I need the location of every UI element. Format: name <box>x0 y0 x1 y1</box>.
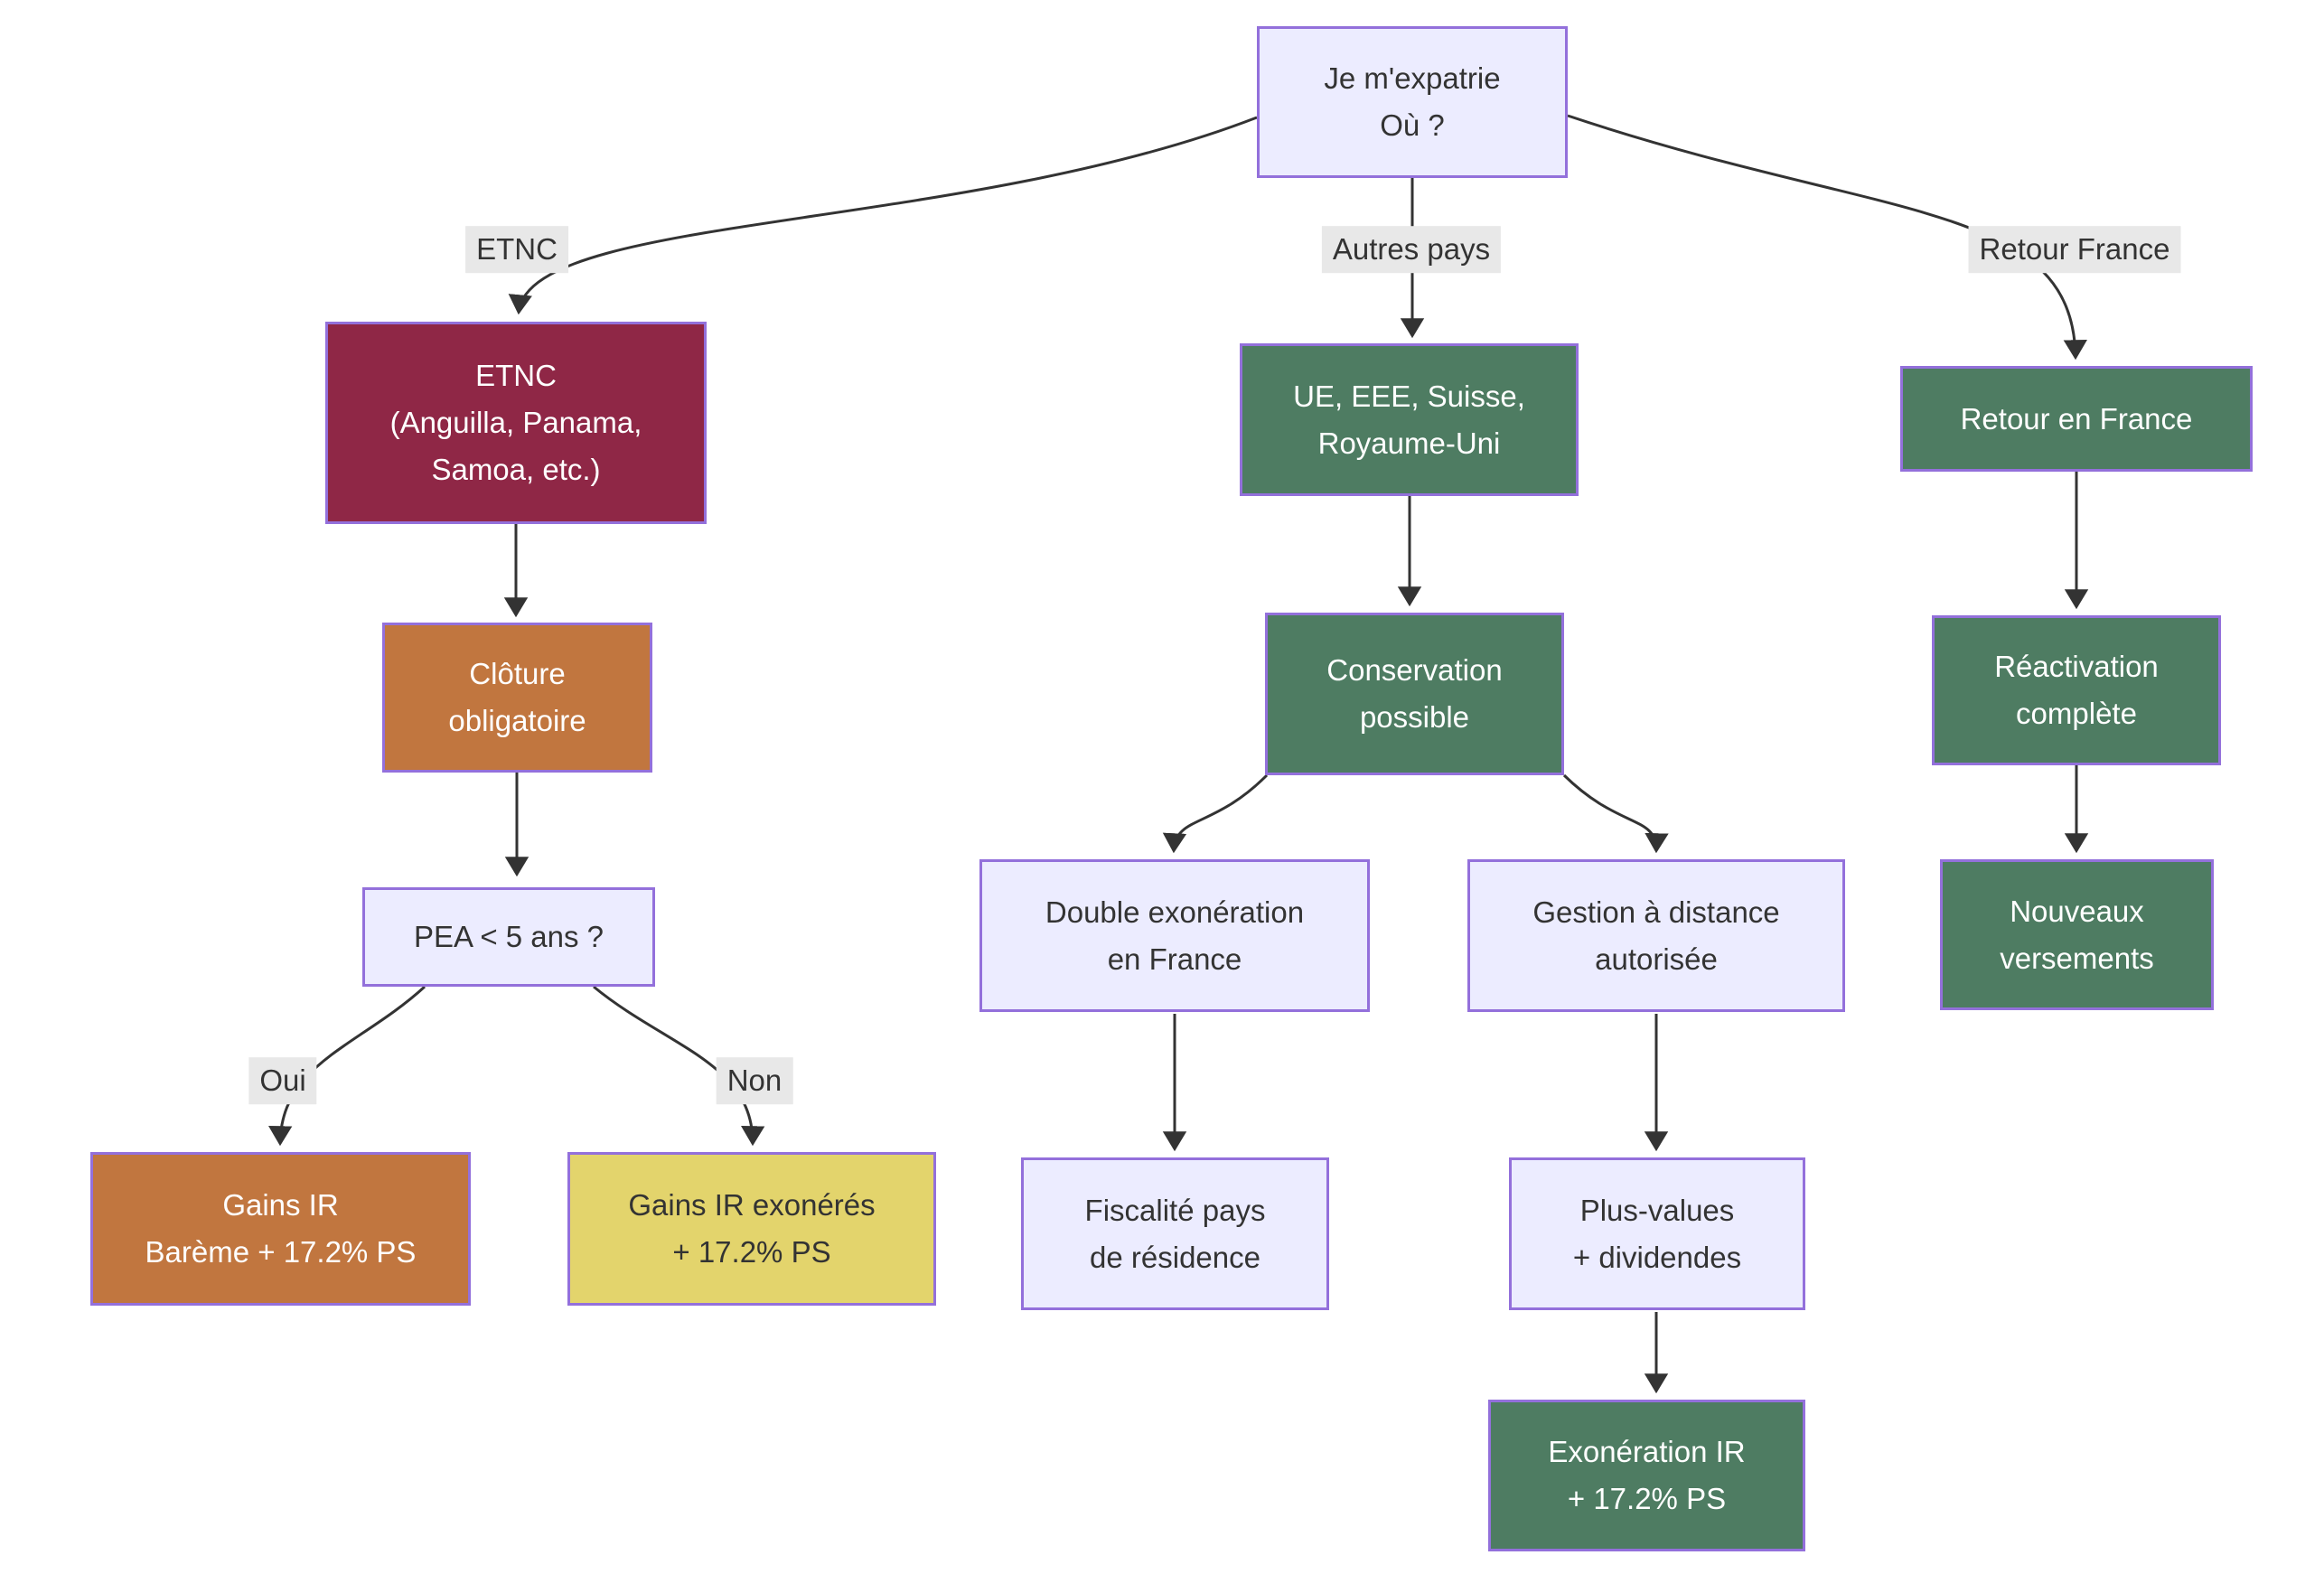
node-nouveaux-versements: Nouveaux versements <box>1940 859 2214 1010</box>
node-line: obligatoire <box>448 704 586 737</box>
node-line: Double exonération <box>1045 895 1305 929</box>
edge-pea-to-gains-ir <box>268 985 426 1147</box>
node-line: + 17.2% PS <box>672 1235 831 1269</box>
node-line: Royaume-Uni <box>1317 426 1501 460</box>
node-line: Réactivation <box>1994 650 2159 683</box>
node-cloture-obligatoire: Clôture obligatoire <box>382 623 652 773</box>
node-line: versements <box>2000 941 2154 975</box>
node-retour-en-france: Retour en France <box>1900 366 2253 472</box>
edge-label-retour-france: Retour France <box>1968 226 2181 273</box>
edge-root-to-retour <box>1567 114 2087 361</box>
node-pea-5-ans: PEA < 5 ans ? <box>362 887 655 987</box>
node-line: Barème + 17.2% PS <box>145 1235 417 1269</box>
node-line: + 17.2% PS <box>1567 1482 1727 1515</box>
node-line: Nouveaux <box>2010 894 2144 928</box>
node-line: de résidence <box>1090 1240 1260 1274</box>
edge-label-autres-pays: Autres pays <box>1321 226 1502 273</box>
edge-label-oui: Oui <box>248 1057 317 1104</box>
node-je-m-expatrie: Je m'expatrie Où ? <box>1257 26 1568 178</box>
node-plus-values-dividendes: Plus-values + dividendes <box>1509 1157 1805 1310</box>
node-line: autorisée <box>1595 942 1718 976</box>
node-line: possible <box>1359 700 1470 734</box>
edge-pea-to-gains-exo <box>593 985 765 1147</box>
node-line: Gains IR <box>222 1188 339 1222</box>
node-gestion-a-distance: Gestion à distance autorisée <box>1467 859 1845 1012</box>
node-etnc: ETNC (Anguilla, Panama, Samoa, etc.) <box>325 322 707 524</box>
node-line: Fiscalité pays <box>1084 1193 1266 1227</box>
edge-conservation-to-double-exo <box>1162 773 1269 854</box>
edge-label-non: Non <box>716 1057 793 1104</box>
node-line: complète <box>2016 697 2137 730</box>
node-exoneration-ir: Exonération IR + 17.2% PS <box>1488 1400 1805 1551</box>
node-line: UE, EEE, Suisse, <box>1293 379 1525 413</box>
node-double-exoneration: Double exonération en France <box>979 859 1370 1012</box>
node-line: + dividendes <box>1572 1240 1742 1274</box>
node-line: Gains IR exonérés <box>628 1188 876 1222</box>
node-line: Retour en France <box>1960 401 2193 436</box>
node-line: Conservation <box>1326 653 1503 687</box>
node-line: PEA < 5 ans ? <box>413 920 604 953</box>
node-line: Exonération IR <box>1548 1435 1746 1468</box>
node-reactivation-complete: Réactivation complète <box>1932 615 2221 765</box>
node-line: Je m'expatrie <box>1324 61 1501 95</box>
node-line: Clôture <box>469 657 566 690</box>
node-fiscalite-pays-residence: Fiscalité pays de résidence <box>1021 1157 1329 1310</box>
node-line: Gestion à distance <box>1532 895 1780 929</box>
edge-root-to-etnc <box>508 116 1258 315</box>
node-line: Samoa, etc.) <box>431 453 601 486</box>
node-line: Plus-values <box>1579 1193 1735 1227</box>
edge-conservation-to-gestion <box>1562 773 1669 854</box>
node-gains-ir-bareme: Gains IR Barème + 17.2% PS <box>90 1152 471 1306</box>
node-ue-eee-suisse: UE, EEE, Suisse, Royaume-Uni <box>1240 343 1579 496</box>
node-line: (Anguilla, Panama, <box>389 406 642 439</box>
node-conservation-possible: Conservation possible <box>1265 613 1564 775</box>
node-line: ETNC <box>475 359 557 392</box>
node-gains-ir-exoneres: Gains IR exonérés + 17.2% PS <box>567 1152 936 1306</box>
node-line: Où ? <box>1380 108 1445 142</box>
edge-label-etnc: ETNC <box>465 226 568 273</box>
node-line: en France <box>1107 942 1242 976</box>
